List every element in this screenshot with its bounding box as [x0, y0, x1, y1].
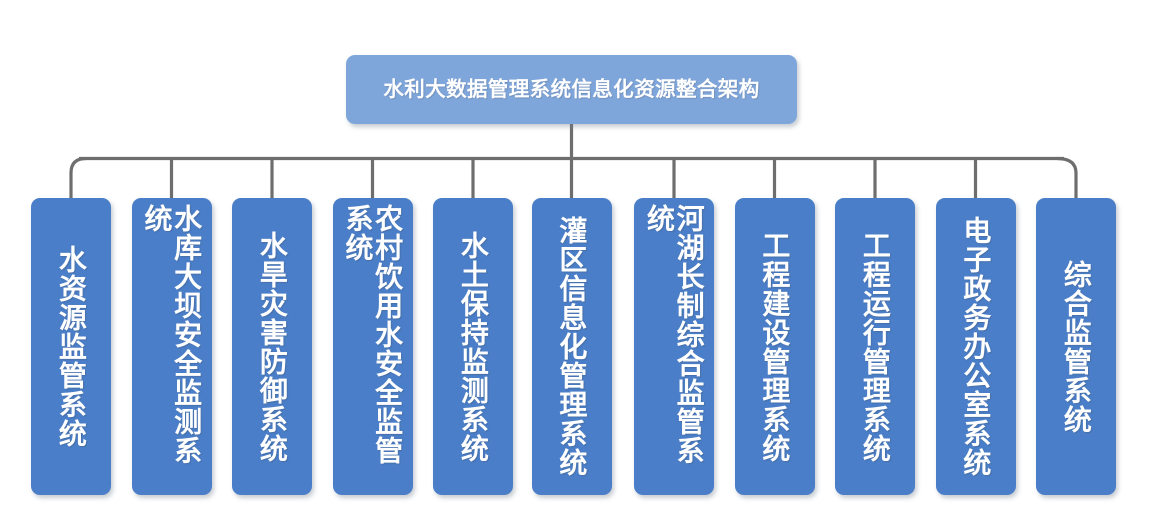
child-node-11-label: 综合监管系统 [1059, 259, 1093, 434]
child-node-7[interactable]: 河湖长制综合监管系统 [634, 198, 714, 495]
child-node-1-label: 水资源监管系统 [54, 245, 88, 448]
connector-drop-11 [1056, 156, 1078, 198]
child-node-2-label: 水库大坝安全监测系统 [140, 204, 204, 465]
child-node-3[interactable]: 水旱灾害防御系统 [232, 198, 312, 495]
child-node-8-label: 工程建设管理系统 [758, 230, 792, 463]
child-node-10[interactable]: 电子政务办公室系统 [935, 198, 1016, 495]
child-node-5[interactable]: 水土保持监测系统 [433, 198, 513, 495]
child-node-8[interactable]: 工程建设管理系统 [734, 198, 815, 495]
connector-drop-1 [69, 156, 87, 198]
child-node-11[interactable]: 综合监管系统 [1036, 198, 1116, 495]
child-node-9[interactable]: 工程运行管理系统 [835, 198, 915, 495]
child-node-4-label: 农村饮用水安全监管系统 [341, 204, 405, 465]
child-node-5-label: 水土保持监测系统 [456, 230, 490, 463]
child-node-6[interactable]: 灌区信息化管理系统 [531, 198, 612, 495]
root-node-architecture-title[interactable]: 水利大数据管理系统信息化资源整合架构 [346, 55, 797, 124]
child-node-7-label: 河湖长制综合监管系统 [643, 204, 706, 465]
child-node-2[interactable]: 水库大坝安全监测系统 [131, 198, 212, 495]
child-node-1[interactable]: 水资源监管系统 [31, 198, 111, 495]
child-node-9-label: 工程运行管理系统 [858, 230, 892, 463]
child-node-6-label: 灌区信息化管理系统 [555, 216, 589, 477]
child-node-10-label: 电子政务办公室系统 [959, 216, 993, 477]
child-node-4[interactable]: 农村饮用水安全监管系统 [332, 198, 413, 495]
root-node-label: 水利大数据管理系统信息化资源整合架构 [383, 77, 760, 102]
child-node-3-label: 水旱灾害防御系统 [255, 230, 289, 463]
